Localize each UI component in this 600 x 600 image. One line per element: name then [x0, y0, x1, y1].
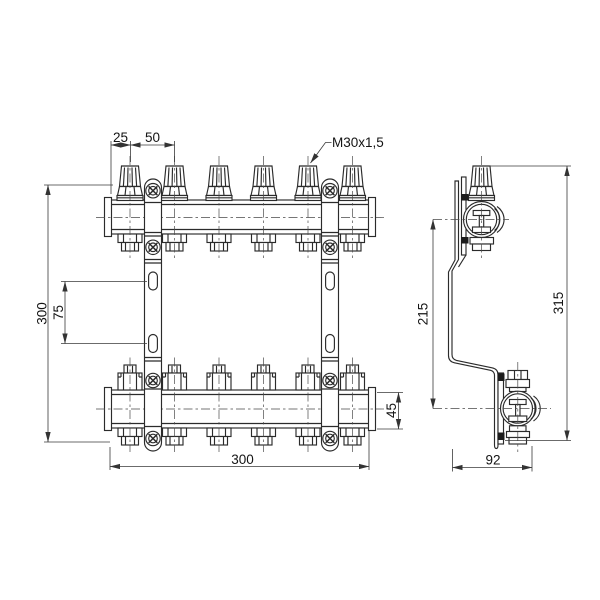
- dim-front-length-300: 300: [109, 431, 370, 470]
- side-view: [433, 156, 551, 452]
- dim-label-215: 215: [416, 303, 431, 326]
- dim-port-spacing-50: 50: [130, 130, 175, 148]
- side-bottom-valve: [497, 369, 541, 445]
- clip-tab: [497, 432, 505, 440]
- mounting-bracket-left: [145, 179, 162, 451]
- dim-side-height-315: 315: [489, 165, 571, 441]
- thread-label: M30x1,5: [332, 135, 384, 150]
- clip-tab: [461, 194, 469, 201]
- dim-depth-92: 92: [452, 446, 533, 472]
- wall-bracket-profile: [447, 180, 499, 450]
- dim-slot-spacing-75: 75: [51, 281, 147, 344]
- end-cap-left: [103, 196, 113, 238]
- dim-label-300-length: 300: [231, 452, 254, 467]
- dim-body-height-45: 45: [377, 392, 403, 430]
- dim-thread-callout: M30x1,5: [310, 135, 384, 164]
- clip-tab: [497, 373, 505, 381]
- side-center-lines: [433, 156, 551, 452]
- front-view: [96, 156, 384, 452]
- dim-front-height-300: 300: [35, 184, 113, 443]
- mounting-bracket-right: [322, 179, 339, 451]
- dim-label-92: 92: [485, 453, 500, 468]
- dim-label-75: 75: [51, 305, 66, 320]
- dim-label-50: 50: [145, 130, 160, 145]
- dim-label-25: 25: [113, 130, 128, 145]
- dim-valve-distance-215: 215: [416, 219, 436, 409]
- dim-label-300-height: 300: [35, 302, 50, 325]
- end-cap-right: [367, 196, 377, 238]
- dimensions: 25 50 M30x1,5 300 75 300: [35, 130, 571, 472]
- dim-label-45: 45: [384, 403, 399, 418]
- dim-label-315: 315: [551, 292, 566, 315]
- clip-tab: [461, 237, 469, 244]
